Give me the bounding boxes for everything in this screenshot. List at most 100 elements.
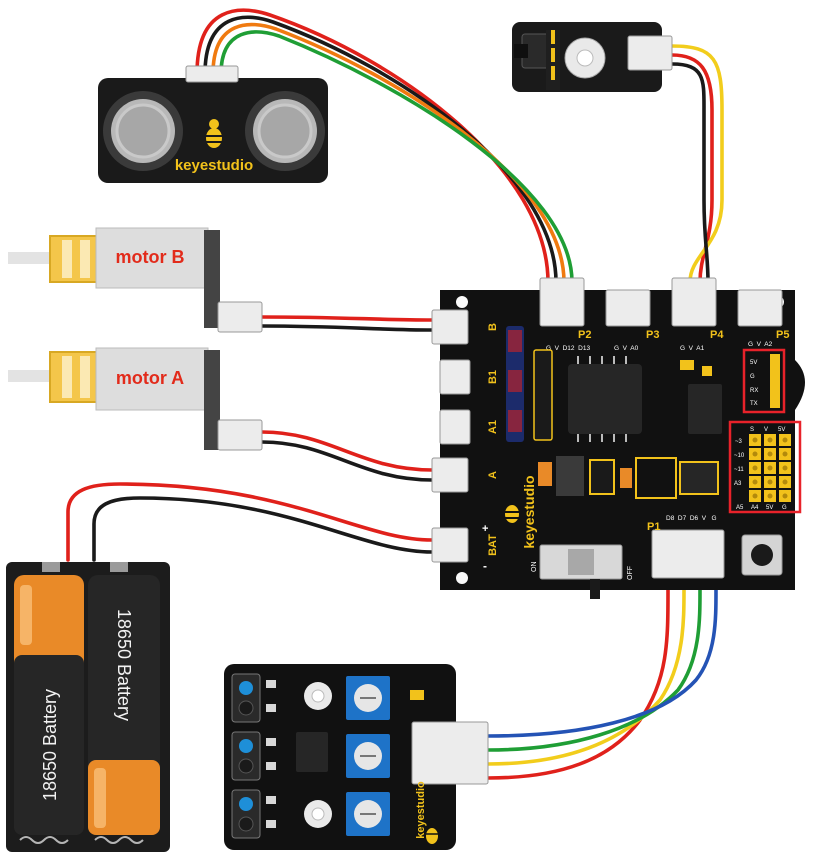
ir-receiver-module	[512, 22, 673, 92]
wires	[66, 8, 724, 780]
wire-ir-yellow	[670, 44, 724, 284]
port-b1-label: B1	[487, 370, 499, 384]
motor-a-label: motor A	[116, 368, 184, 388]
wire-tracker-yellow	[486, 588, 686, 766]
motor-a: motor A	[8, 347, 263, 451]
wire-ultrasonic-red	[195, 8, 550, 284]
p5-connector	[737, 289, 783, 327]
smd-resistor	[266, 762, 276, 770]
io-pin-hole	[767, 451, 773, 457]
io-label-s: S	[750, 427, 754, 433]
switch-off-label: OFF	[627, 566, 634, 580]
board-bee-logo-icon	[505, 505, 519, 523]
p5-label: P5	[776, 329, 789, 341]
io-pin-hole	[782, 437, 788, 443]
io-label-3: ~3	[735, 439, 743, 445]
wire-battery-black	[92, 496, 434, 562]
p2-pins: G V D12 D13	[546, 345, 590, 352]
wire-ultrasonic-black	[203, 15, 558, 284]
ir-emitter	[239, 739, 253, 753]
reset-button-icon	[741, 534, 783, 576]
motor-driver-board: P2 P3 P4 P5 G V D12 D13 G V A0 G V A1 G …	[431, 277, 805, 599]
wire-motorB-black	[260, 324, 434, 332]
ir-emitter	[239, 797, 253, 811]
p4-pins: G V A1	[680, 345, 705, 352]
serial-header	[742, 348, 786, 414]
ir-receiver	[238, 816, 254, 832]
io-pin-hole	[782, 479, 788, 485]
battery-cell-left: 18650 Battery	[14, 575, 84, 835]
port-b-label: B	[487, 323, 499, 331]
io-pin-hole	[752, 479, 758, 485]
battery-label-right: 18650 Battery	[114, 609, 134, 721]
port-bat-connector	[431, 527, 469, 563]
p4-label: P4	[710, 329, 724, 341]
battery-cell-right: 18650 Battery	[88, 575, 160, 835]
tracker-brand: keyestudio	[415, 781, 427, 839]
p1-connector	[651, 529, 725, 579]
tracker-chip	[296, 732, 328, 772]
io-pin-hole	[752, 451, 758, 457]
bat-minus: -	[483, 559, 487, 573]
port-a1-connector	[439, 409, 471, 445]
smd-resistor	[266, 820, 276, 828]
io-pin-hole	[752, 465, 758, 471]
p1-pins: D8 D7 D6 V G	[666, 515, 717, 522]
p3-label: P3	[646, 329, 659, 341]
wire-motorA-black	[260, 440, 434, 482]
serial-5v: 5V	[750, 360, 757, 366]
wire-tracker-blue	[486, 588, 718, 738]
motor-b-label: motor B	[116, 247, 185, 267]
tracker-bee-logo-icon	[426, 828, 438, 844]
switch-on-label: ON	[531, 562, 538, 573]
motor-b: motor B	[8, 227, 263, 333]
port-b1-connector	[439, 359, 471, 395]
smd-resistor	[266, 704, 276, 712]
serial-g: G	[750, 374, 755, 380]
ir-yellow-marks	[551, 30, 555, 80]
io-label-v: V	[764, 427, 768, 433]
wire-battery-red	[66, 482, 434, 562]
wire-ultrasonic-green	[219, 30, 574, 284]
p2-label: P2	[578, 329, 591, 341]
io-pin-hole	[782, 451, 788, 457]
ir-emitter	[239, 681, 253, 695]
io-pin-hole	[767, 465, 773, 471]
io-label-a5: A5	[736, 505, 744, 511]
bat-plus: +	[482, 523, 488, 535]
io-header-pins	[749, 434, 791, 502]
ultrasonic-sensor: keyestudio	[98, 65, 328, 183]
tracker-connector	[411, 721, 489, 785]
io-pin-hole	[782, 493, 788, 499]
p2-connector	[539, 277, 585, 327]
spring-icon-2	[94, 836, 144, 844]
spring-icon	[19, 836, 69, 844]
line-tracking-module: keyestudio	[224, 664, 489, 850]
p3-connector	[605, 289, 651, 327]
io-label-5v: 5V	[766, 505, 773, 511]
wire-tracker-green	[486, 588, 702, 752]
io-label-g: G	[782, 505, 787, 511]
smd-resistor	[266, 680, 276, 688]
io-pin-hole	[767, 479, 773, 485]
p3-pins: G V A0	[614, 345, 639, 352]
smd-resistor	[266, 738, 276, 746]
port-a-label: A	[487, 471, 499, 479]
io-label-11: ~11	[734, 467, 744, 473]
p5-pins: G V A2	[748, 341, 773, 348]
wire-ir-black	[670, 62, 710, 284]
io-pin-hole	[752, 493, 758, 499]
io-pin-hole	[767, 493, 773, 499]
io-pin-hole	[752, 437, 758, 443]
battery-label-left: 18650 Battery	[40, 689, 60, 801]
serial-rx: RX	[750, 388, 758, 394]
wire-motorB-red	[260, 315, 434, 322]
wire-ultrasonic-orange	[211, 22, 566, 284]
serial-tx: TX	[750, 401, 758, 407]
battery-pack: 18650 Battery 18650 Battery	[6, 562, 170, 852]
io-header	[728, 420, 802, 514]
ultrasonic-brand: keyestudio	[175, 157, 253, 174]
port-a-connector	[431, 457, 469, 493]
smd-resistor	[266, 796, 276, 804]
